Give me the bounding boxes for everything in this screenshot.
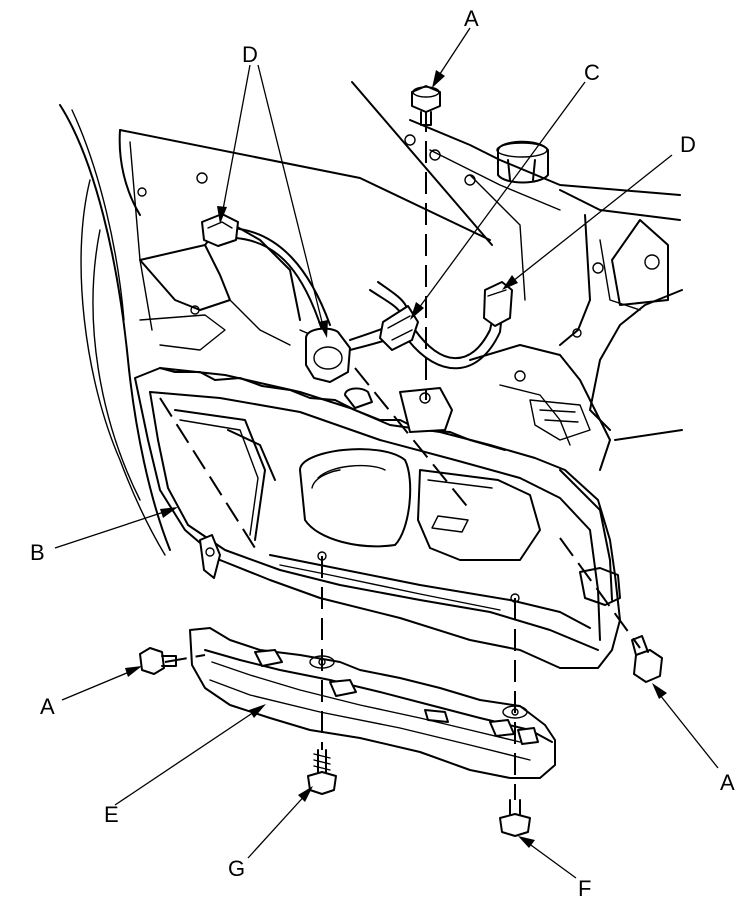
bolt-f xyxy=(499,799,531,837)
callout-g: G xyxy=(228,856,245,881)
callout-c: C xyxy=(584,60,600,85)
connector-middle xyxy=(305,327,351,383)
vehicle-body-structure xyxy=(59,81,683,556)
callout-a-left: A xyxy=(40,694,55,719)
alignment-lines xyxy=(159,110,641,800)
bolt-a-left xyxy=(139,647,177,675)
leader-lines xyxy=(54,27,719,879)
callout-labels: A D C D B A A E G F xyxy=(30,6,735,901)
bolt-a-top xyxy=(411,85,441,126)
callout-a-right: A xyxy=(720,770,735,795)
callout-d-top: D xyxy=(242,42,258,67)
connector-right xyxy=(483,281,513,327)
headlight-housing xyxy=(134,367,621,669)
callout-d-right: D xyxy=(680,132,696,157)
bolt-a-right xyxy=(631,635,663,683)
harness-clip xyxy=(379,305,419,351)
callout-e: E xyxy=(104,802,119,827)
callout-b: B xyxy=(30,540,45,565)
callout-a-top: A xyxy=(464,6,479,31)
screw-g xyxy=(307,749,337,795)
callout-f: F xyxy=(578,876,591,901)
lower-mount-bracket xyxy=(189,627,556,779)
